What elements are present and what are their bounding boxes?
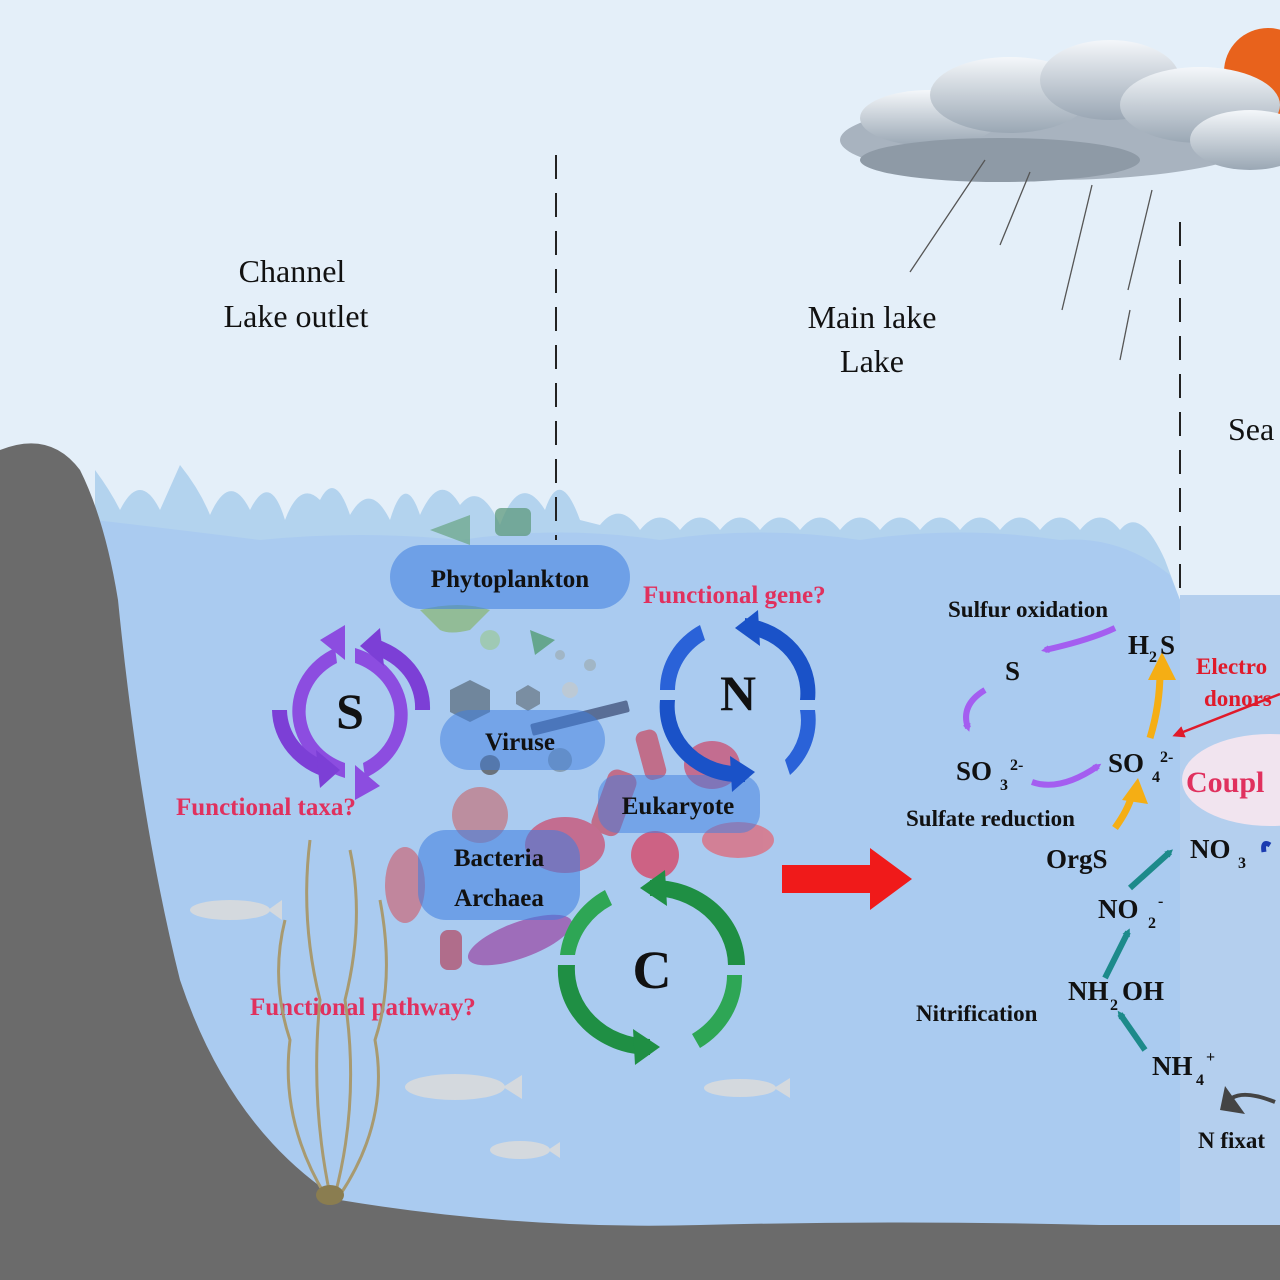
sulfate-reduction-label: Sulfate reduction xyxy=(906,806,1075,831)
electron-donors-arrow xyxy=(1172,692,1280,738)
svg-text:2: 2 xyxy=(1148,915,1156,932)
fish-icon xyxy=(405,1074,522,1100)
svg-text:NH: NH xyxy=(1068,976,1109,1006)
arrow-no2-to-no3 xyxy=(1127,849,1173,891)
fish-icon xyxy=(704,1078,790,1098)
functional-pathway-question: Functional pathway? xyxy=(250,994,476,1021)
seaweed-icon xyxy=(277,839,388,1196)
arrow-n-fixation xyxy=(1230,1092,1276,1104)
coupling-ellipse xyxy=(1182,734,1280,826)
n-fixation-label: N fixat xyxy=(1198,1128,1265,1153)
zone-channel-label: Channel xyxy=(239,253,346,289)
svg-text:2: 2 xyxy=(1110,997,1118,1014)
phytoplankton-group: Phytoplankton xyxy=(390,545,630,609)
functional-taxa-question: Functional taxa? xyxy=(176,794,356,821)
svg-text:OH: OH xyxy=(1122,976,1164,1006)
arrow-n-fixation-head xyxy=(1220,1086,1245,1114)
svg-text:NH: NH xyxy=(1152,1051,1193,1081)
microbe-decorations xyxy=(385,508,774,970)
arrow-s-to-so3 xyxy=(962,687,987,732)
sea-water xyxy=(1180,595,1280,1280)
svg-text:SO: SO xyxy=(956,756,992,786)
svg-text:3: 3 xyxy=(1000,777,1008,794)
svg-text:+: + xyxy=(1206,1049,1215,1066)
rock-shore xyxy=(0,443,1280,1280)
svg-text:-: - xyxy=(1158,893,1163,910)
n-cycle: N xyxy=(659,610,816,792)
s-cycle-label: S xyxy=(336,683,364,739)
svg-text:2-: 2- xyxy=(1160,749,1173,766)
species-no3: NO 3 xyxy=(1190,834,1246,872)
arrow-so3-to-so4 xyxy=(1030,763,1102,788)
functional-gene-question: Functional gene? xyxy=(643,582,826,609)
zone-channel-sublabel: Lake outlet xyxy=(224,298,369,334)
viruse-group: Viruse xyxy=(440,710,605,770)
archaea-label: Archaea xyxy=(454,885,544,912)
electron-donors-label-1: Electro xyxy=(1196,654,1267,679)
sulfur-oxidation-label: Sulfur oxidation xyxy=(948,597,1108,622)
species-nh4: NH 4 + xyxy=(1152,1049,1215,1089)
water-body xyxy=(95,520,1180,1280)
svg-text:4: 4 xyxy=(1152,769,1160,786)
species-so3: SO 3 2- xyxy=(956,756,1023,794)
arrow-so4-to-h2s-head xyxy=(1148,652,1176,680)
c-cycle-label: C xyxy=(633,940,672,1000)
arrow-no3-partial xyxy=(1261,841,1272,853)
species-nh2oh: NH 2 OH xyxy=(1068,976,1164,1014)
svg-text:SO: SO xyxy=(1108,748,1144,778)
zone-sea-label: Sea xyxy=(1228,411,1274,447)
svg-text:NO: NO xyxy=(1190,834,1231,864)
transition-arrow xyxy=(782,848,912,910)
species-s: S xyxy=(1005,656,1020,686)
viruse-label: Viruse xyxy=(485,729,555,756)
svg-text:3: 3 xyxy=(1238,855,1246,872)
eukaryote-label: Eukaryote xyxy=(622,793,735,820)
svg-text:S: S xyxy=(1160,630,1175,660)
fish-icon xyxy=(190,900,282,920)
zone-main-sublabel: Lake xyxy=(840,343,904,379)
svg-text:4: 4 xyxy=(1196,1072,1204,1089)
fish-icon xyxy=(490,1141,560,1159)
svg-text:2: 2 xyxy=(1149,649,1157,666)
arrow-orgs-to-so4-head xyxy=(1122,778,1148,804)
nitrification-label: Nitrification xyxy=(916,1001,1038,1026)
eukaryote-group: Eukaryote xyxy=(598,775,760,833)
phytoplankton-label: Phytoplankton xyxy=(431,566,589,593)
species-orgs: OrgS xyxy=(1046,844,1108,874)
cloud-icon xyxy=(840,40,1280,182)
arrow-nh2oh-to-no2 xyxy=(1102,928,1131,980)
svg-text:2-: 2- xyxy=(1010,757,1023,774)
coupling-label: Coupl xyxy=(1186,766,1264,799)
n-cycle-label: N xyxy=(720,665,756,721)
seaweed-base xyxy=(316,1185,344,1205)
species-h2s: H 2 S xyxy=(1128,630,1175,666)
bacteria-archaea-group: Bacteria Archaea xyxy=(418,830,580,920)
s-cycle: S xyxy=(272,625,431,800)
species-so4: SO 4 2- xyxy=(1108,748,1173,786)
rain-lines xyxy=(909,159,1153,361)
c-cycle: C xyxy=(557,870,745,1065)
zone-main-label: Main lake xyxy=(808,299,937,335)
svg-text:H: H xyxy=(1128,630,1149,660)
species-no2: NO 2 - xyxy=(1098,893,1163,932)
electron-donors-label-2: donors xyxy=(1204,686,1272,711)
svg-text:NO: NO xyxy=(1098,894,1139,924)
bacteria-label: Bacteria xyxy=(454,845,545,872)
arrow-h2s-to-s xyxy=(1041,625,1117,654)
arrow-nh4-to-nh2oh xyxy=(1117,1010,1148,1052)
